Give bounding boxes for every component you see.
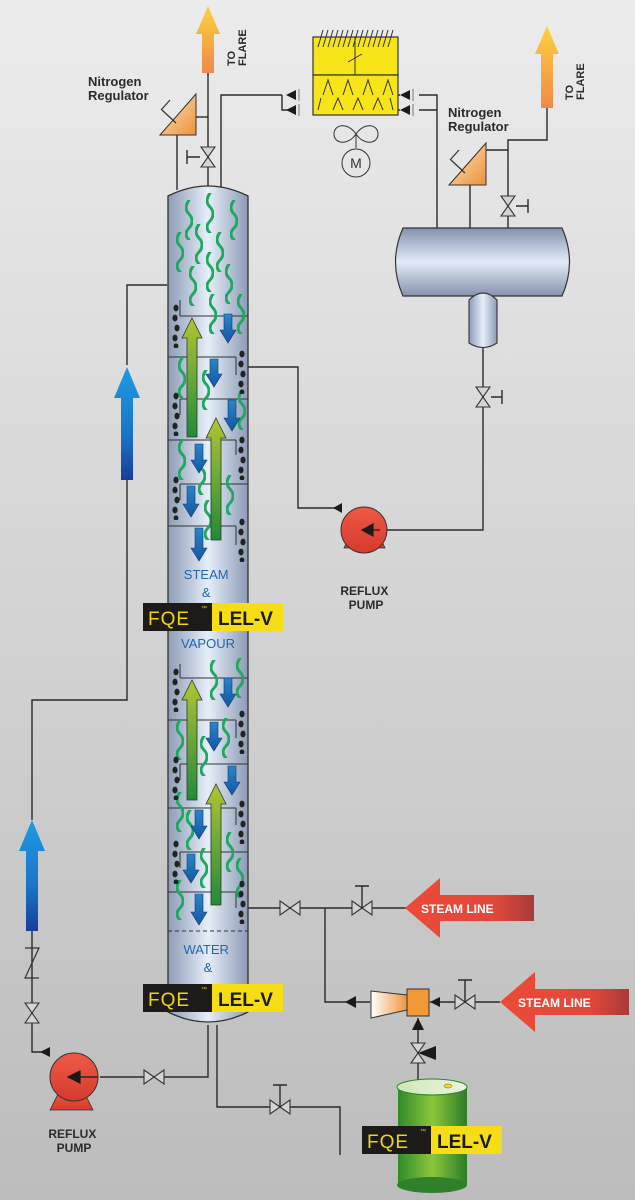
fan-icon bbox=[333, 125, 379, 148]
steam-eductor bbox=[345, 988, 440, 1030]
motor-icon: M bbox=[341, 148, 371, 178]
svg-text:FQE: FQE bbox=[148, 990, 190, 1011]
vapour-up-arrows bbox=[181, 317, 227, 906]
air-cooler-condenser bbox=[286, 29, 414, 116]
reflux-pump-left[interactable] bbox=[40, 1047, 99, 1111]
column-label-upper: STEAM & VAPOUR bbox=[181, 567, 235, 651]
control-valve-drum[interactable] bbox=[410, 1042, 436, 1064]
svg-text:™: ™ bbox=[201, 986, 207, 993]
reflux-pump-right[interactable] bbox=[333, 503, 388, 554]
steam-line-arrow-1: STEAM LINE bbox=[405, 878, 534, 938]
flow-arrow-feed-lower bbox=[19, 820, 45, 931]
svg-text:STEAM LINE: STEAM LINE bbox=[518, 996, 591, 1010]
nitrogen-regulator-label-right: Nitrogen Regulator bbox=[448, 105, 509, 134]
to-flare-label-right: TO FLARE bbox=[564, 63, 587, 100]
valve-flare-right[interactable] bbox=[500, 195, 529, 217]
liquid-down-arrows bbox=[182, 313, 241, 926]
valve-steam-inlet-column[interactable] bbox=[279, 900, 301, 916]
svg-text:LEL-V: LEL-V bbox=[218, 609, 273, 630]
svg-text:STEAM LINE: STEAM LINE bbox=[421, 902, 494, 916]
svg-text:LEL-V: LEL-V bbox=[437, 1132, 492, 1153]
valve-steam-line-1[interactable] bbox=[351, 885, 373, 916]
svg-text:LEL-V: LEL-V bbox=[218, 990, 273, 1011]
check-valve-reflux-left bbox=[24, 947, 40, 979]
valve-flare-left[interactable] bbox=[186, 146, 216, 168]
fqe-lel-v-badge-drum: FQE ™ LEL-V bbox=[362, 1126, 502, 1154]
fqe-lel-v-badge-column-bottom: FQE ™ LEL-V bbox=[143, 984, 283, 1012]
flow-arrow-feed-upper bbox=[114, 367, 140, 480]
steam-line-arrow-2: STEAM LINE bbox=[500, 972, 629, 1032]
reflux-pump-label-left: REFLUX PUMP bbox=[48, 1127, 99, 1155]
column-label-lower: WATER & bbox=[183, 942, 232, 975]
reflux-drum bbox=[394, 227, 571, 349]
valve-steam-line-2[interactable] bbox=[454, 979, 476, 1010]
svg-text:™: ™ bbox=[201, 605, 207, 612]
reflux-pump-label-right: REFLUX PUMP bbox=[340, 584, 391, 612]
svg-text:M: M bbox=[350, 155, 362, 171]
flare-arrow-left bbox=[196, 6, 220, 73]
flare-arrow-right bbox=[535, 26, 559, 108]
svg-text:FQE: FQE bbox=[148, 609, 190, 630]
valve-drum-outlet[interactable] bbox=[475, 386, 503, 408]
nitrogen-regulator-right bbox=[447, 141, 487, 186]
nitrogen-regulator-left bbox=[158, 92, 197, 136]
valve-bottom-pump[interactable] bbox=[143, 1069, 165, 1085]
svg-text:FQE: FQE bbox=[367, 1132, 409, 1153]
nitrogen-regulator-label-left: Nitrogen Regulator bbox=[88, 74, 149, 103]
to-flare-label-left: TO FLARE bbox=[226, 29, 249, 66]
valve-reflux-left[interactable] bbox=[24, 1002, 40, 1024]
fqe-lel-v-badge-column-mid: FQE ™ LEL-V bbox=[143, 603, 283, 631]
svg-text:™: ™ bbox=[420, 1128, 426, 1135]
valve-bottom-drain[interactable] bbox=[269, 1084, 291, 1115]
